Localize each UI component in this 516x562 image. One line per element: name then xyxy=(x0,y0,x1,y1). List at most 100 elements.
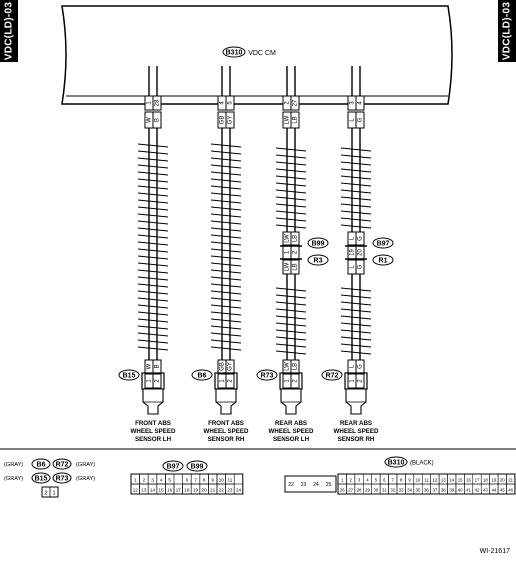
sensor-label: REAR ABS xyxy=(340,420,372,427)
wire-color-code: GY xyxy=(228,362,234,371)
wire-color-code: GB xyxy=(220,116,226,125)
sensor-pin: 2 xyxy=(228,379,234,383)
sensor-label: WHEEL SPEED xyxy=(204,428,249,435)
connector-pin-cell: 1 xyxy=(52,491,55,497)
connector-pin-cell: 15 xyxy=(458,478,463,483)
connector-pin-cell: 18 xyxy=(184,488,190,493)
junction-connector-id-oval xyxy=(372,237,394,249)
connector-color: (BLACK) xyxy=(410,461,434,467)
connector-pin-cell: 36 xyxy=(424,488,429,493)
connector-pin-cell: 18 xyxy=(483,478,488,483)
connector-pin-cell: 30 xyxy=(374,488,379,493)
cm-pin-number: 1 xyxy=(147,101,153,105)
connector-pin-cell: 1 xyxy=(341,478,344,483)
connector-color: (GRAY) xyxy=(76,462,95,468)
shield-braid xyxy=(137,143,169,351)
connector-pin-cell: 4 xyxy=(160,478,163,483)
sensor-body xyxy=(215,388,237,415)
connector-pin-cell: 7 xyxy=(392,478,395,483)
connector-pin-cell: 40 xyxy=(458,488,463,493)
sensor-pin: 1 xyxy=(285,379,291,383)
legend-connector-id-oval xyxy=(52,458,72,470)
wire-color-code-box xyxy=(290,231,300,246)
cm-name: VDC CM xyxy=(248,50,276,57)
wire-color-code: LW xyxy=(285,115,291,124)
connector-pin-cell: 16 xyxy=(167,488,173,493)
sensor-connector-id: B6 xyxy=(198,373,207,380)
sensor-pin-box xyxy=(290,373,300,389)
connector-color: (GRAY) xyxy=(4,476,23,482)
control-module-outline xyxy=(61,5,453,105)
cm-pin-number: 3 xyxy=(350,101,356,105)
connector-pin-cell: 44 xyxy=(491,488,496,493)
connector-pin-cell: 33 xyxy=(399,488,404,493)
wire-color-code: LB xyxy=(293,263,299,270)
connector-pin-cell: 39 xyxy=(449,488,454,493)
wire-color-code: L xyxy=(350,118,356,122)
connector-pin-cell: 16 xyxy=(466,478,471,483)
connector-pin-cell: 42 xyxy=(475,488,480,493)
junction-pin: 2 xyxy=(293,250,299,254)
wire-color-code-box xyxy=(355,231,365,246)
wire-color-code: LB xyxy=(293,363,299,370)
junction-pin: 1 xyxy=(285,250,291,254)
shield-braid xyxy=(340,147,372,229)
sensor-label: WHEEL SPEED xyxy=(334,428,379,435)
connector-pin-cell: 46 xyxy=(508,488,513,493)
connector-pin-cell: 13 xyxy=(441,478,446,483)
connector-pin-cell-border xyxy=(506,483,516,495)
sensor-connector-id: R73 xyxy=(261,373,274,380)
connector-pin-cell: 34 xyxy=(407,488,412,493)
sensor-body xyxy=(345,388,367,415)
connector-pin-cell: 27 xyxy=(348,488,353,493)
cm-pin-number: 28 xyxy=(155,99,161,106)
legend-connector-id: B15 xyxy=(35,476,48,483)
connector-pin-cell: 6 xyxy=(186,478,189,483)
junction-connector-id: B97 xyxy=(377,241,390,248)
connector-pin-cell: 24 xyxy=(313,482,319,488)
sensor-connector-id-oval xyxy=(321,369,343,381)
connector-pin-cell: 35 xyxy=(416,488,421,493)
sensor-body xyxy=(280,388,302,415)
legend-connector-id-oval xyxy=(162,460,184,472)
junction-connector-id: R3 xyxy=(314,258,323,265)
junction-connector-id-oval xyxy=(307,237,329,249)
junction-connector-id-oval xyxy=(372,254,394,266)
connector-pin-cell: 20 xyxy=(202,488,208,493)
sensor-label: SENSOR LH xyxy=(273,436,310,443)
wire-color-code-box xyxy=(290,259,300,275)
legend-connector-id: B310 xyxy=(388,460,405,467)
sensor-body xyxy=(142,388,164,415)
connector-pin-cell: 15 xyxy=(159,488,165,493)
legend-connector-id-oval xyxy=(31,472,51,484)
connector-pin-cell: 37 xyxy=(432,488,437,493)
wire-color-code: LB xyxy=(293,235,299,242)
connector-pin-cell: 38 xyxy=(441,488,446,493)
shield-braid xyxy=(210,143,242,351)
sensor-pin: 2 xyxy=(155,379,161,383)
sensor-connector-id: R72 xyxy=(326,373,339,380)
shield-braid xyxy=(275,287,307,355)
wire-color-code: LW xyxy=(285,362,291,371)
sensor-pin: 1 xyxy=(220,379,226,383)
connector-pin-cell: 23 xyxy=(301,482,307,488)
connector-pin-cell: 1 xyxy=(134,478,137,483)
connector-pin-cell: 9 xyxy=(408,478,411,483)
section-tab-left: VDC(LD)-03 xyxy=(0,0,18,62)
sensor-connector-id: B15 xyxy=(123,373,136,380)
connector-pin-cell-border xyxy=(233,483,244,495)
connector-pin-cell: 11 xyxy=(228,478,233,483)
sensor-label: SENSOR LH xyxy=(135,436,172,443)
wire-color-code: G xyxy=(358,236,364,241)
legend-connector-id-oval xyxy=(52,472,72,484)
legend-connector-id: R73 xyxy=(56,476,69,483)
junction-connector-id-oval xyxy=(307,254,329,266)
wire-color-code: B xyxy=(155,118,161,122)
sensor-label: FRONT ABS xyxy=(135,420,171,427)
